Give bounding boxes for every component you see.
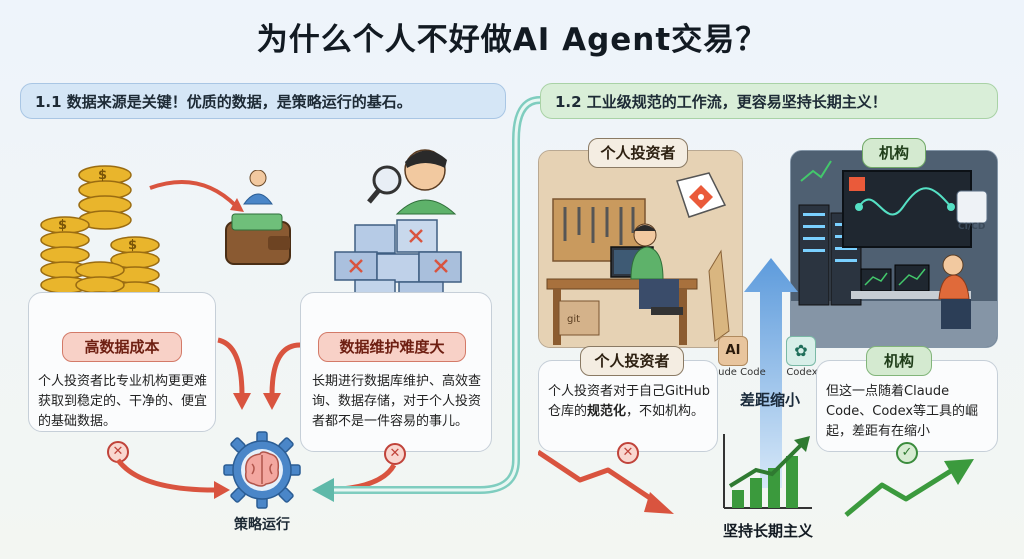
money-transfer-illustration	[149, 170, 291, 265]
x-mark-icon: ✕	[107, 441, 129, 463]
institution-tag: 机构	[866, 346, 932, 376]
gap-narrowing-arrow	[744, 258, 798, 488]
page-title: 为什么个人不好做AI Agent交易？	[256, 22, 768, 58]
individual-scene-label: 个人投资者	[588, 138, 688, 168]
x-mark-icon: ✕	[384, 443, 406, 465]
section-heading-data: 1.1 数据来源是关键！优质的数据，是策略运行的基石。	[20, 83, 506, 119]
data-cost-card	[28, 292, 216, 432]
coin-symbol: $	[58, 218, 68, 233]
individual-text: 个人投资者对于自己GitHub仓库的规范化，不如机构。	[548, 382, 714, 422]
claude-code-logo-icon: AI	[718, 336, 748, 366]
section-heading-workflow-text: 1.2 工业级规范的工作流，更容易坚持长期主义！	[555, 92, 887, 111]
brain-gear-icon	[223, 431, 301, 509]
data-maintenance-card	[300, 292, 492, 452]
institution-text: 但这一点随着Claude Code、Codex等工具的崛起，差距有在缩小	[826, 384, 979, 439]
data-cost-tag: 高数据成本	[62, 332, 182, 362]
claude-code-label: Claude Code	[702, 367, 766, 378]
individual-tag: 个人投资者	[580, 346, 684, 376]
section-heading-data-text: 1.1 数据来源是关键！优质的数据，是策略运行的基石。	[35, 92, 412, 111]
data-maintenance-text: 长期进行数据库维护、高效查询、数据存储，对于个人投资者都不是一件容易的事儿。	[312, 374, 482, 429]
data-cost-text: 个人投资者比专业机构更更难获取到稳定的、干净的、便宜的基础数据。	[38, 374, 208, 429]
individual-text-emphasis: 规范化	[587, 404, 627, 419]
individual-text-suffix: ，不如机构。	[626, 404, 705, 419]
institution-scene	[790, 150, 998, 348]
rising-trend-arrow	[844, 459, 974, 517]
declining-trend-arrow	[538, 449, 674, 514]
cicd-label: CI/CD	[958, 222, 986, 232]
codex-logo-icon: ✿	[786, 336, 816, 366]
individual-scene	[538, 150, 743, 348]
git-bucket-label: git	[567, 314, 581, 325]
individual-workshop-illustration	[539, 151, 742, 347]
connector-arrows	[115, 96, 540, 502]
coin-symbol: $	[128, 238, 138, 253]
data-maintenance-tag: 数据维护难度大	[318, 332, 466, 362]
gap-narrowing-label: 差距缩小	[739, 391, 800, 409]
section-heading-workflow: 1.2 工业级规范的工作流，更容易坚持长期主义！	[540, 83, 998, 119]
strategy-hub-label: 策略运行	[234, 517, 290, 533]
rising-bar-chart-icon	[723, 434, 812, 509]
check-mark-icon: ✓	[896, 442, 918, 464]
coin-symbol: $	[98, 168, 108, 183]
individual-text-prefix: 个人投资者对于自己GitHub仓库的	[548, 384, 711, 419]
codex-label: Codex	[786, 367, 818, 378]
institution-datacenter-illustration	[791, 151, 997, 347]
long-term-label: 坚持长期主义	[722, 522, 813, 540]
x-mark-icon: ✕	[617, 442, 639, 464]
coin-stacks-illustration	[40, 165, 160, 309]
institution-scene-label: 机构	[862, 138, 926, 168]
